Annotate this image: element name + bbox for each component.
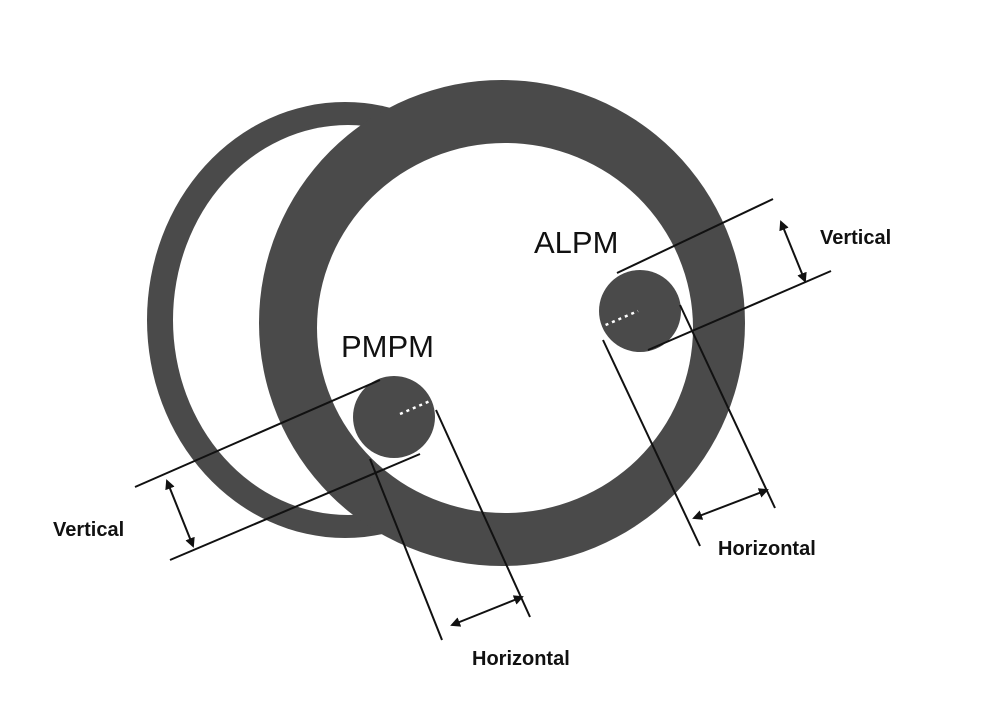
alpm-measurement (602, 198, 832, 547)
center-connector-line (399, 309, 639, 416)
vertical-label-left: Vertical (53, 519, 124, 541)
alpm-papillary-muscle (599, 270, 681, 352)
vertical-label-right: Vertical (820, 227, 891, 249)
horizontal-label-left: Horizontal (472, 648, 570, 670)
horizontal-label-right: Horizontal (718, 538, 816, 560)
alpm-label: ALPM (534, 225, 618, 260)
pmpm-label: PMPM (341, 329, 434, 364)
pmpm-measurement (134, 379, 531, 641)
pmpm-papillary-muscle (353, 376, 435, 458)
